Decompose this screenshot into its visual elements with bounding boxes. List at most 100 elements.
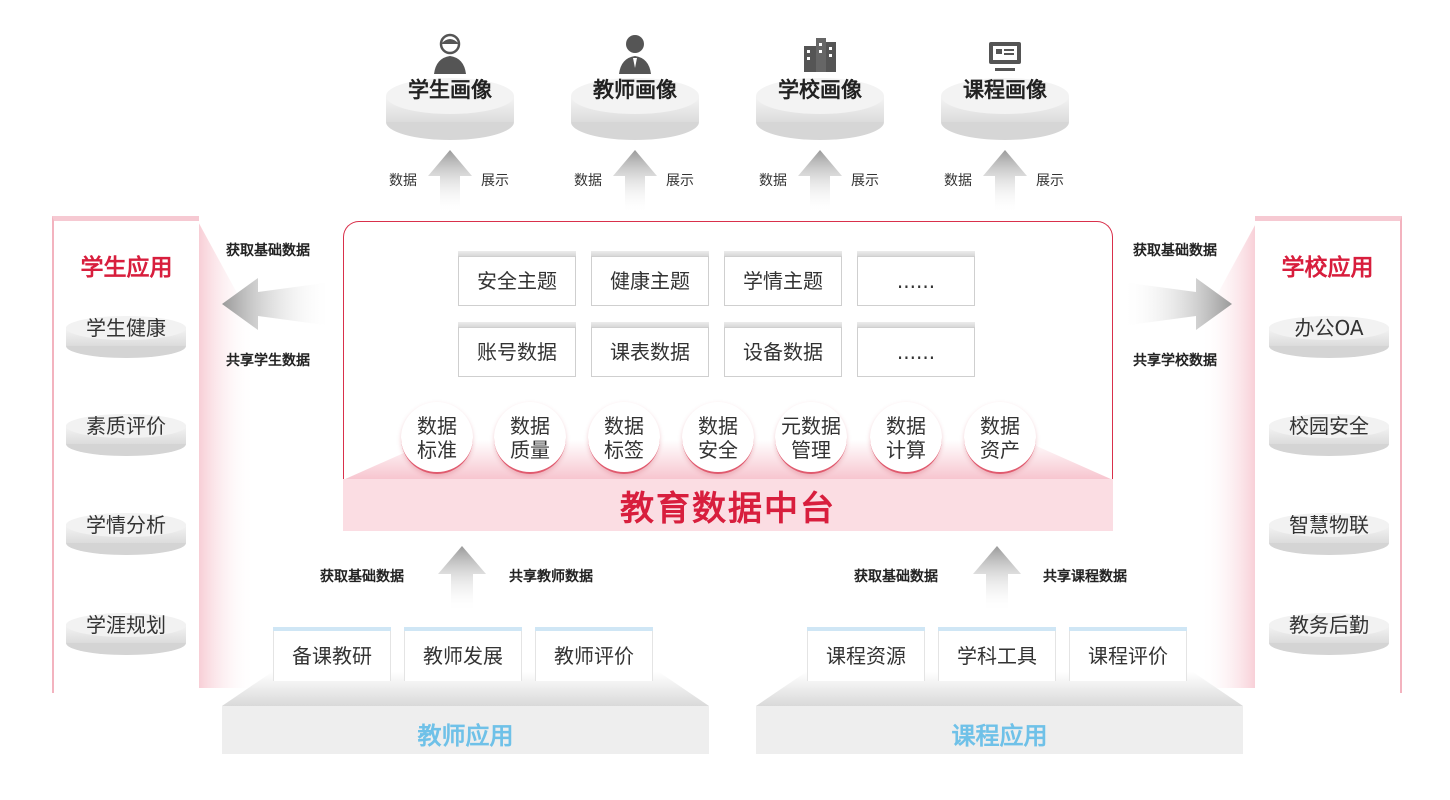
pill-disk <box>1269 414 1389 456</box>
capability-line1: 数据 <box>698 414 738 438</box>
student-app-item[interactable]: 素质评价 <box>65 408 187 458</box>
pill-disk <box>1269 316 1389 358</box>
student-icon <box>434 33 466 74</box>
teacher-arrow-right-label: 共享教师数据 <box>509 569 593 585</box>
portrait-label: 课程画像 <box>963 78 1047 102</box>
left-panel-shade <box>195 216 255 688</box>
student-arrow-bottom-label: 共享学生数据 <box>226 353 310 369</box>
right-panel-shade <box>1200 216 1260 688</box>
course-app-item[interactable]: 课程评价 <box>1069 627 1187 681</box>
up-arrow-icon <box>428 150 472 214</box>
pill-disk <box>66 613 186 655</box>
capability-line2: 资产 <box>980 438 1020 462</box>
capability-line2: 质量 <box>510 438 550 462</box>
capability-line1: 数据 <box>604 414 644 438</box>
dataset-tile[interactable]: 课表数据 <box>591 322 709 377</box>
capability-circle[interactable]: 数据质量 <box>494 402 566 474</box>
item-label: 办公OA <box>1294 316 1364 340</box>
capability-circle[interactable]: 元数据管理 <box>775 402 847 474</box>
portrait-disk <box>941 78 1069 140</box>
course-arrow-left-label: 获取基础数据 <box>854 569 938 585</box>
portrait-disk <box>386 78 514 140</box>
topic-tile[interactable]: ...... <box>857 251 975 306</box>
school-arrow-bottom-label: 共享学校数据 <box>1133 353 1217 369</box>
topic-tile[interactable]: 健康主题 <box>591 251 709 306</box>
arrow-label-data: 数据 <box>759 173 787 189</box>
student-app-item[interactable]: 学涯规划 <box>65 607 187 657</box>
capability-line1: 数据 <box>510 414 550 438</box>
up-arrow-icon <box>983 150 1027 214</box>
teacher-arrow-left-label: 获取基础数据 <box>320 569 404 585</box>
pill-disk <box>1269 513 1389 555</box>
topic-tile[interactable]: 学情主题 <box>724 251 842 306</box>
capability-line2: 标签 <box>604 438 644 462</box>
course-app-title: 课程应用 <box>951 722 1048 750</box>
course-app-item[interactable]: 课程资源 <box>807 627 925 681</box>
portrait-school: 学校画像 <box>755 32 885 142</box>
item-label: 智慧物联 <box>1289 513 1369 537</box>
capability-line2: 计算 <box>886 438 926 462</box>
capability-circle[interactable]: 数据计算 <box>870 402 942 474</box>
capability-circle[interactable]: 数据资产 <box>964 402 1036 474</box>
teacher-icon <box>619 35 651 74</box>
portrait-course: 课程画像 <box>940 32 1070 142</box>
student-app-item[interactable]: 学生健康 <box>65 310 187 360</box>
school-app-item[interactable]: 教务后勤 <box>1268 607 1390 657</box>
school-app-item[interactable]: 校园安全 <box>1268 408 1390 458</box>
arrow-label-display: 展示 <box>666 173 694 189</box>
arrow-label-data: 数据 <box>389 173 417 189</box>
item-label: 素质评价 <box>86 414 166 438</box>
course-app-base <box>756 706 1243 754</box>
hub-title: 教育数据中台 <box>620 489 836 529</box>
topic-tile[interactable]: 安全主题 <box>458 251 576 306</box>
capability-line1: 数据 <box>886 414 926 438</box>
pill-disk <box>66 414 186 456</box>
up-arrow-icon <box>973 546 1021 612</box>
right-arrow-icon <box>1122 278 1232 330</box>
portrait-disk <box>756 78 884 140</box>
capability-line2: 管理 <box>791 438 831 462</box>
arrow-label-display: 展示 <box>1036 173 1064 189</box>
item-label: 校园安全 <box>1289 414 1369 438</box>
item-label: 学生健康 <box>86 316 166 340</box>
school-app-item[interactable]: 智慧物联 <box>1268 507 1390 557</box>
student-arrow-top-label: 获取基础数据 <box>226 243 310 259</box>
teacher-app-base <box>222 706 709 754</box>
hub-base <box>343 479 1113 531</box>
portrait-label: 学校画像 <box>778 78 862 102</box>
pill-disk <box>66 513 186 555</box>
building-icon <box>804 38 836 72</box>
up-arrow-icon <box>438 546 486 612</box>
portrait-label: 教师画像 <box>593 78 677 102</box>
capability-circle[interactable]: 数据标准 <box>401 402 473 474</box>
portrait-teacher: 教师画像 <box>570 32 700 142</box>
capability-line1: 数据 <box>980 414 1020 438</box>
dataset-tile[interactable]: 账号数据 <box>458 322 576 377</box>
course-arrow-right-label: 共享课程数据 <box>1043 569 1127 585</box>
student-app-title: 学生应用 <box>80 255 173 281</box>
arrow-label-data: 数据 <box>574 173 602 189</box>
left-arrow-icon <box>222 278 332 330</box>
dataset-tile[interactable]: 设备数据 <box>724 322 842 377</box>
up-arrow-icon <box>798 150 842 214</box>
capability-line1: 数据 <box>417 414 457 438</box>
item-label: 教务后勤 <box>1289 613 1369 637</box>
school-app-title: 学校应用 <box>1281 255 1374 281</box>
arrow-label-display: 展示 <box>481 173 509 189</box>
course-app-item[interactable]: 学科工具 <box>938 627 1056 681</box>
teacher-app-item[interactable]: 备课教研 <box>273 627 391 681</box>
portrait-label: 学生画像 <box>408 78 492 102</box>
student-app-item[interactable]: 学情分析 <box>65 507 187 557</box>
capability-line2: 标准 <box>417 438 457 462</box>
capability-circle[interactable]: 数据安全 <box>682 402 754 474</box>
capability-line2: 安全 <box>698 438 738 462</box>
capability-line1: 元数据 <box>781 414 841 438</box>
capability-circle[interactable]: 数据标签 <box>588 402 660 474</box>
dataset-tile[interactable]: ...... <box>857 322 975 377</box>
teacher-app-item[interactable]: 教师发展 <box>404 627 522 681</box>
school-app-item[interactable]: 办公OA <box>1268 310 1390 360</box>
arrow-label-data: 数据 <box>944 173 972 189</box>
portrait-student: 学生画像 <box>385 32 515 142</box>
teacher-app-item[interactable]: 教师评价 <box>535 627 653 681</box>
pill-disk <box>1269 613 1389 655</box>
